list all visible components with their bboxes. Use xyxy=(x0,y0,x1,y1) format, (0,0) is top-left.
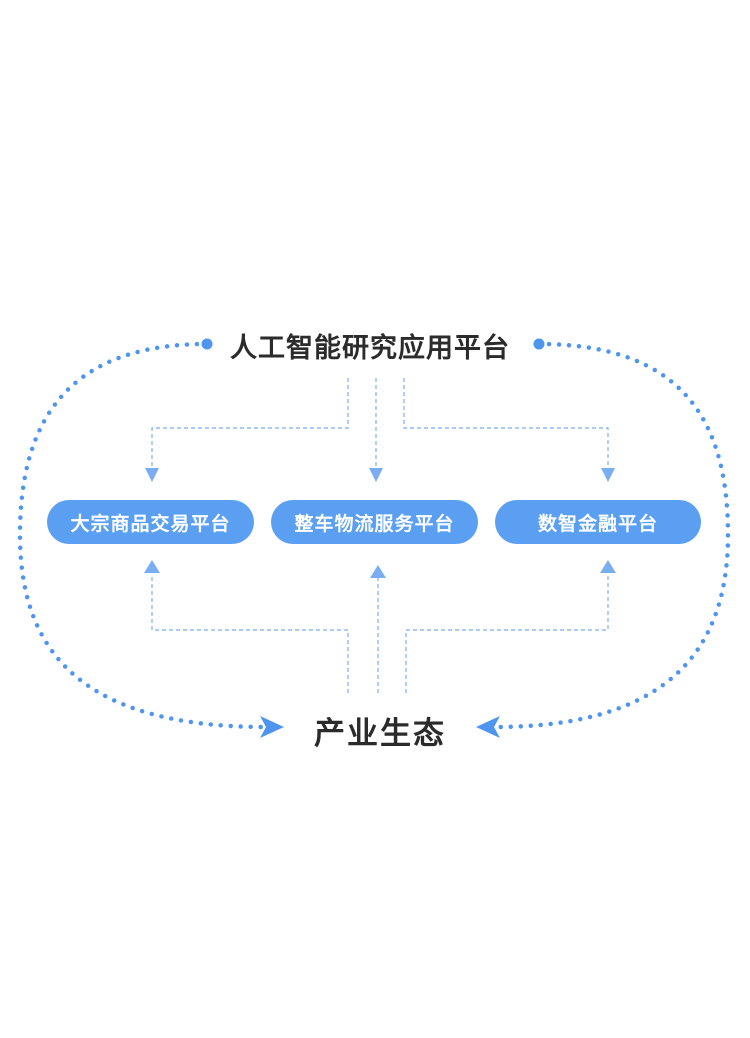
connector-bottom-right xyxy=(405,574,609,693)
arrowhead-up-center xyxy=(370,565,386,578)
connector-top-left xyxy=(151,378,349,468)
loop-arrowhead-right xyxy=(476,716,500,738)
arrowhead-down-left xyxy=(145,468,159,482)
top-platform-title: 人工智能研究应用平台 xyxy=(230,332,510,364)
platform-pill-commodity-trading: 大宗商品交易平台 xyxy=(47,500,254,544)
connector-bottom-left xyxy=(151,574,349,693)
platform-pill-vehicle-logistics: 整车物流服务平台 xyxy=(271,500,478,544)
platform-pill-digital-finance: 数智金融平台 xyxy=(495,500,701,544)
loop-start-dot-right xyxy=(533,338,545,350)
arrowhead-up-right xyxy=(600,560,616,573)
loop-arrowhead-left xyxy=(260,716,284,738)
arrowhead-down-right xyxy=(601,468,615,482)
outer-dotted-loop-right xyxy=(495,341,731,730)
connector-top-right xyxy=(403,378,609,468)
arrowhead-down-center xyxy=(369,468,383,482)
arrowhead-up-left xyxy=(144,560,160,573)
industry-ecosystem-title: 产业生态 xyxy=(314,715,446,752)
loop-start-dot-left xyxy=(201,338,213,350)
